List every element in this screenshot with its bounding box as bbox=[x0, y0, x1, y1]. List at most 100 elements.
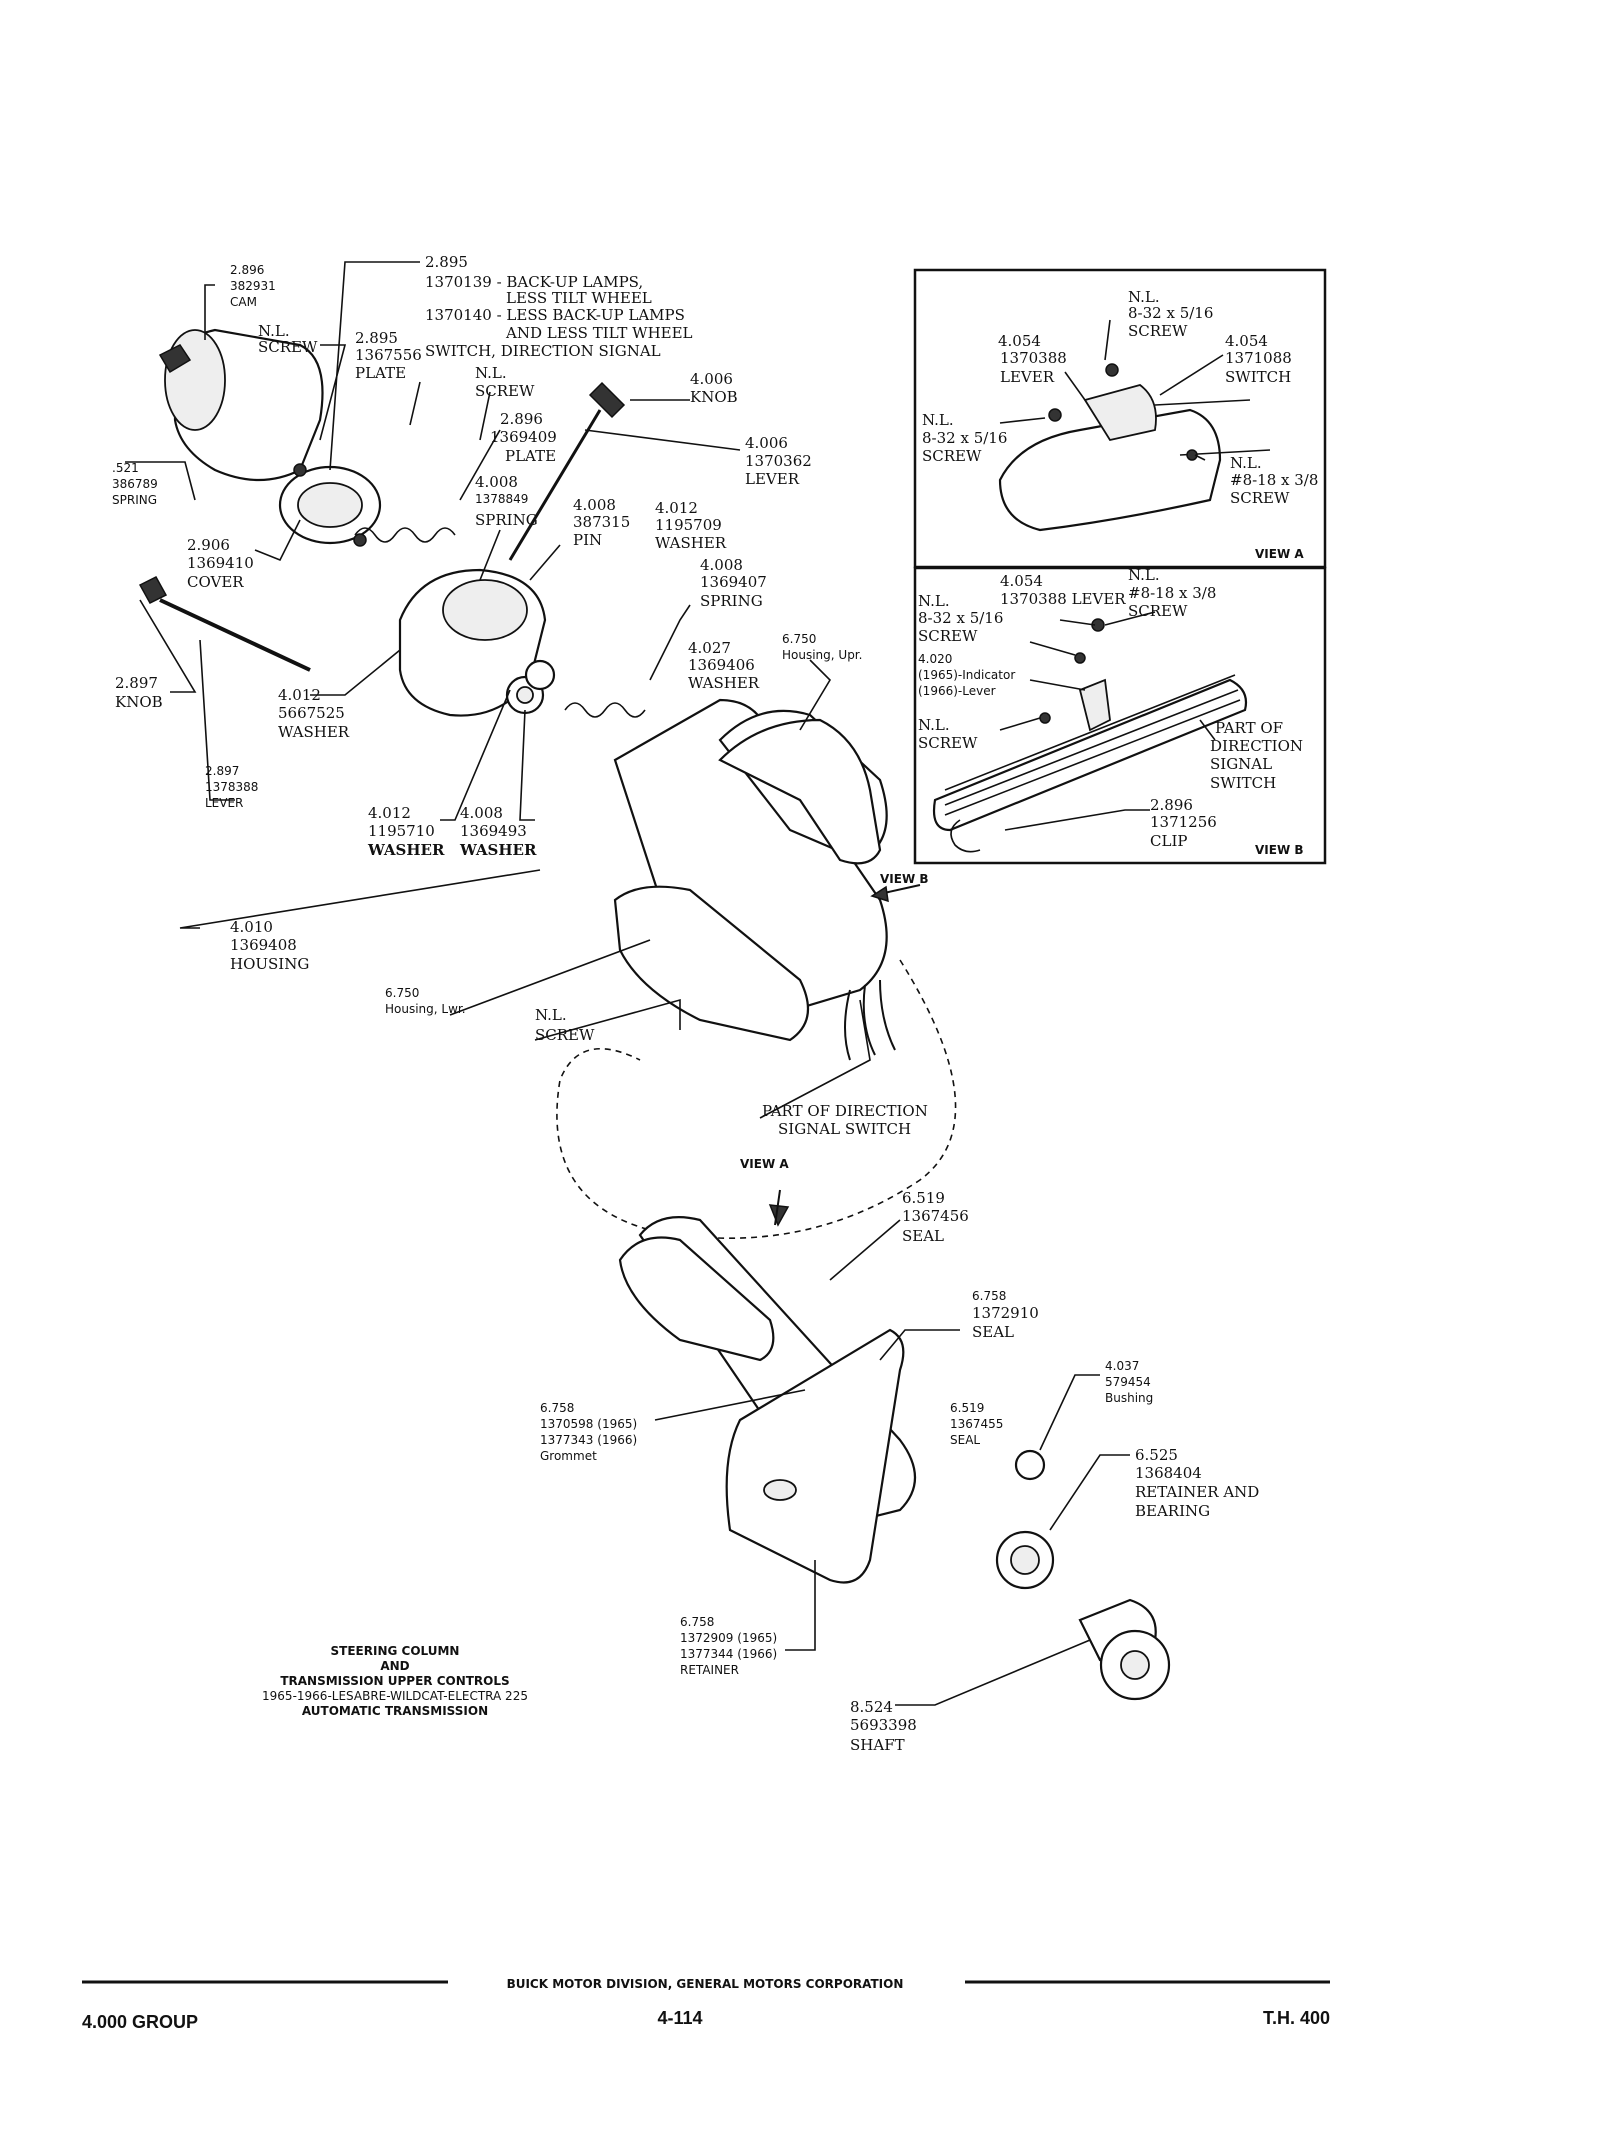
svg-text:KNOB: KNOB bbox=[115, 693, 163, 711]
svg-text:CLIP: CLIP bbox=[1150, 832, 1187, 850]
callout-plate-1367556: 2.895 1367556 PLATE bbox=[355, 329, 422, 382]
callout-seal-1367456: 6.519 1367456 SEAL bbox=[902, 1189, 969, 1245]
svg-text:2.897: 2.897 bbox=[115, 674, 158, 692]
callout-washer-1369493: 4.008 1369493 WASHER bbox=[459, 804, 537, 859]
svg-text:1377343 (1966): 1377343 (1966) bbox=[540, 1433, 637, 1447]
callout-lever-1370362: 4.006 1370362 LEVER bbox=[745, 434, 812, 488]
svg-text:.521: .521 bbox=[112, 461, 139, 475]
svg-text:1369408: 1369408 bbox=[230, 936, 297, 954]
svg-text:SEAL: SEAL bbox=[950, 1433, 980, 1447]
svg-text:4.054: 4.054 bbox=[998, 332, 1041, 350]
svg-text:6.758: 6.758 bbox=[540, 1401, 574, 1415]
svg-text:N.L.: N.L. bbox=[1128, 288, 1160, 306]
svg-text:6.525: 6.525 bbox=[1135, 1446, 1178, 1464]
callout-bushing-579454: 4.037 579454 Bushing bbox=[1105, 1359, 1153, 1405]
svg-text:4.037: 4.037 bbox=[1105, 1359, 1139, 1373]
svg-text:COVER: COVER bbox=[187, 573, 244, 591]
callout-spring-1378849: 4.008 1378849 SPRING bbox=[475, 473, 538, 529]
svg-text:1369407: 1369407 bbox=[700, 573, 767, 591]
svg-text:#8-18 x 3/8: #8-18 x 3/8 bbox=[1128, 584, 1216, 602]
callout-nl-screw-top: N.L. SCREW bbox=[258, 322, 318, 356]
svg-text:Housing, Lwr.: Housing, Lwr. bbox=[385, 1002, 466, 1016]
svg-text:2.906: 2.906 bbox=[187, 536, 230, 554]
svg-text:PART OF DIRECTION: PART OF DIRECTION bbox=[762, 1102, 928, 1120]
callout-washer-1369406: 4.027 1369406 WASHER bbox=[688, 639, 760, 692]
svg-text:WASHER: WASHER bbox=[688, 674, 760, 692]
svg-text:Grommet: Grommet bbox=[540, 1449, 597, 1463]
svg-text:SPRING: SPRING bbox=[475, 511, 538, 529]
svg-text:VIEW B: VIEW B bbox=[1255, 843, 1304, 857]
svg-text:SEAL: SEAL bbox=[902, 1227, 944, 1245]
svg-text:1195710: 1195710 bbox=[368, 822, 435, 840]
svg-text:PIN: PIN bbox=[573, 531, 602, 549]
callout-housing-upper: 6.750 Housing, Upr. bbox=[782, 632, 862, 662]
svg-text:4.012: 4.012 bbox=[278, 686, 321, 704]
svg-text:WASHER: WASHER bbox=[459, 841, 537, 859]
svg-text:4.020: 4.020 bbox=[918, 652, 952, 666]
svg-text:1965-1966-LESABRE-WILDCAT-ELEC: 1965-1966-LESABRE-WILDCAT-ELECTRA 225 bbox=[262, 1689, 528, 1703]
svg-text:1378849: 1378849 bbox=[475, 492, 528, 506]
parts-artwork bbox=[138, 328, 1171, 1701]
callout-grommet: 6.758 1370598 (1965) 1377343 (1966) Grom… bbox=[540, 1401, 637, 1463]
svg-text:1368404: 1368404 bbox=[1135, 1464, 1202, 1482]
svg-text:SCREW: SCREW bbox=[1128, 322, 1188, 340]
svg-text:4.054: 4.054 bbox=[1000, 572, 1043, 590]
svg-text:N.L.: N.L. bbox=[475, 364, 507, 382]
svg-text:4.027: 4.027 bbox=[688, 639, 731, 657]
svg-text:SIGNAL SWITCH: SIGNAL SWITCH bbox=[778, 1120, 911, 1138]
svg-text:SCREW: SCREW bbox=[918, 734, 978, 752]
svg-text:(1965)-Indicator: (1965)-Indicator bbox=[918, 668, 1015, 682]
svg-text:SWITCH: SWITCH bbox=[1225, 368, 1291, 386]
callout-washer-5667525: 4.012 5667525 WASHER bbox=[278, 686, 350, 741]
callout-spring-386789: .521 386789 SPRING bbox=[112, 461, 158, 507]
view-b-box bbox=[913, 566, 1327, 865]
svg-text:4.008: 4.008 bbox=[475, 473, 518, 491]
svg-text:Housing, Upr.: Housing, Upr. bbox=[782, 648, 862, 662]
svg-text:6.758: 6.758 bbox=[972, 1289, 1006, 1303]
svg-text:WASHER: WASHER bbox=[278, 723, 350, 741]
svg-text:8-32 x 5/16: 8-32 x 5/16 bbox=[922, 429, 1007, 447]
svg-text:1371088: 1371088 bbox=[1225, 349, 1292, 367]
svg-text:#8-18 x 3/8: #8-18 x 3/8 bbox=[1230, 471, 1318, 489]
svg-text:386789: 386789 bbox=[112, 477, 158, 491]
svg-text:2.896: 2.896 bbox=[500, 410, 543, 428]
svg-text:N.L.: N.L. bbox=[918, 716, 950, 734]
footer-division: BUICK MOTOR DIVISION, GENERAL MOTORS COR… bbox=[507, 1977, 904, 1991]
svg-text:1369409: 1369409 bbox=[490, 428, 557, 446]
callout-knob-4006: 4.006 KNOB bbox=[690, 370, 738, 406]
svg-text:VIEW A: VIEW A bbox=[1255, 547, 1304, 561]
svg-text:LEVER: LEVER bbox=[205, 796, 243, 810]
view-a-reference: VIEW A bbox=[740, 1157, 789, 1171]
svg-text:1370362: 1370362 bbox=[745, 452, 812, 470]
svg-text:4.006: 4.006 bbox=[690, 370, 733, 388]
svg-text:2.895: 2.895 bbox=[425, 253, 468, 271]
svg-text:SHAFT: SHAFT bbox=[850, 1736, 905, 1754]
svg-text:SIGNAL: SIGNAL bbox=[1210, 755, 1272, 773]
svg-text:1370139 - BACK-UP LAMPS,: 1370139 - BACK-UP LAMPS, bbox=[425, 273, 643, 291]
view-a-labels: N.L. 8-32 x 5/16 SCREW 4.054 1370388 LEV… bbox=[922, 288, 1318, 561]
svg-text:PLATE: PLATE bbox=[505, 447, 556, 465]
callout-shaft-5693398: 8.524 5693398 SHAFT bbox=[850, 1698, 917, 1754]
footer-model: T.H. 400 bbox=[1263, 2008, 1330, 2028]
callout-plate-1369409: 2.896 1369409 PLATE bbox=[490, 410, 557, 465]
svg-text:8-32 x 5/16: 8-32 x 5/16 bbox=[918, 609, 1003, 627]
svg-text:4.008: 4.008 bbox=[573, 496, 616, 514]
svg-text:2.896: 2.896 bbox=[1150, 796, 1193, 814]
svg-text:AUTOMATIC TRANSMISSION: AUTOMATIC TRANSMISSION bbox=[302, 1704, 488, 1718]
callout-nl-screw-3: N.L. SCREW bbox=[535, 1006, 595, 1044]
footer-page-number: 4-114 bbox=[657, 2008, 702, 2028]
svg-text:6.519: 6.519 bbox=[950, 1401, 984, 1415]
callout-housing-lower: 6.750 Housing, Lwr. bbox=[385, 986, 466, 1016]
svg-text:1372910: 1372910 bbox=[972, 1304, 1039, 1322]
svg-text:1370388: 1370388 bbox=[1000, 349, 1067, 367]
svg-text:1369406: 1369406 bbox=[688, 656, 755, 674]
svg-text:8.524: 8.524 bbox=[850, 1698, 893, 1716]
svg-text:N.L.: N.L. bbox=[1230, 454, 1262, 472]
svg-text:AND: AND bbox=[380, 1659, 409, 1673]
view-b-labels: 4.054 1370388 LEVER N.L. #8-18 x 3/8 SCR… bbox=[918, 566, 1304, 857]
svg-text:2.895: 2.895 bbox=[355, 329, 398, 347]
svg-text:SWITCH, DIRECTION SIGNAL: SWITCH, DIRECTION SIGNAL bbox=[425, 342, 661, 360]
callout-pin-387315: 4.008 387315 PIN bbox=[573, 496, 630, 549]
svg-text:N.L.: N.L. bbox=[1128, 566, 1160, 584]
view-b-reference: VIEW B bbox=[880, 872, 929, 886]
